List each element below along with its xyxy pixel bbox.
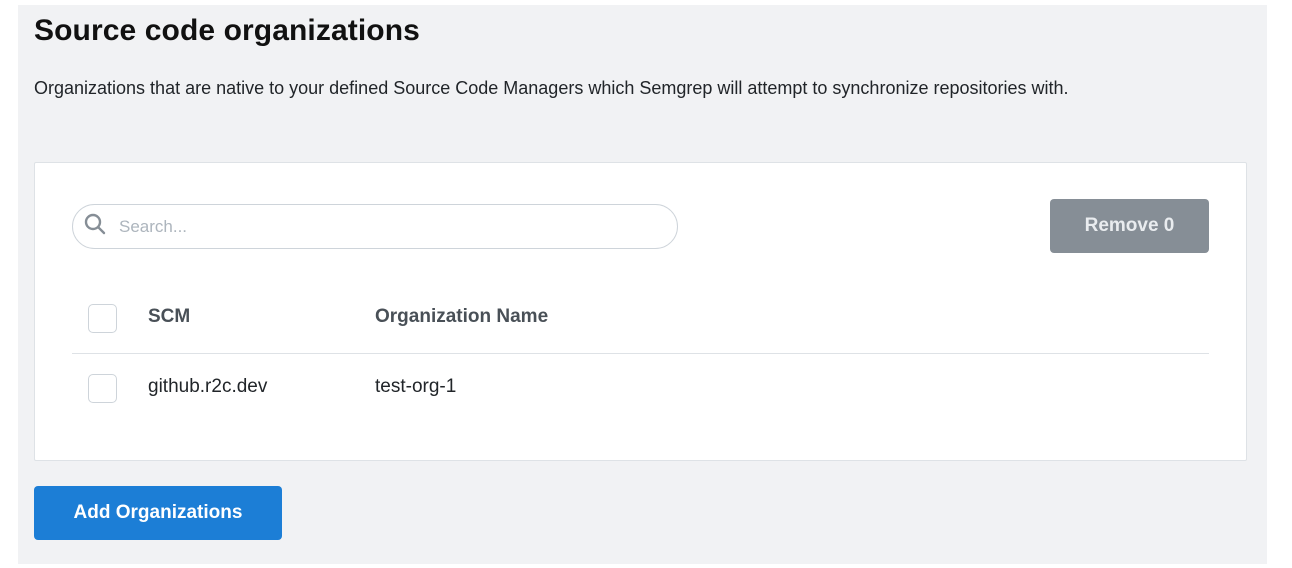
cell-scm: github.r2c.dev: [148, 376, 268, 397]
remove-selected-button[interactable]: Remove 0: [1050, 199, 1209, 253]
row-select-checkbox[interactable]: [88, 374, 117, 403]
table-row: github.r2c.dev test-org-1: [72, 354, 1209, 424]
add-organizations-button[interactable]: Add Organizations: [34, 486, 282, 540]
table-header-row: SCM Organization Name: [72, 283, 1209, 354]
cell-organization-name: test-org-1: [375, 376, 457, 397]
section-title: Source code organizations: [34, 14, 420, 47]
search-field[interactable]: [72, 204, 678, 249]
select-all-checkbox[interactable]: [88, 304, 117, 333]
column-header-scm[interactable]: SCM: [148, 306, 191, 327]
section-description: Organizations that are native to your de…: [34, 78, 1069, 98]
column-header-organization-name[interactable]: Organization Name: [375, 306, 549, 327]
source-code-organizations-panel: Source code organizations Organizations …: [18, 5, 1267, 564]
search-icon: [83, 212, 107, 241]
search-input[interactable]: [119, 216, 659, 237]
organizations-table: SCM Organization Name github.r2c.dev tes…: [72, 283, 1209, 424]
organizations-card: Remove 0 SCM Organization Name github.r2…: [34, 162, 1247, 461]
